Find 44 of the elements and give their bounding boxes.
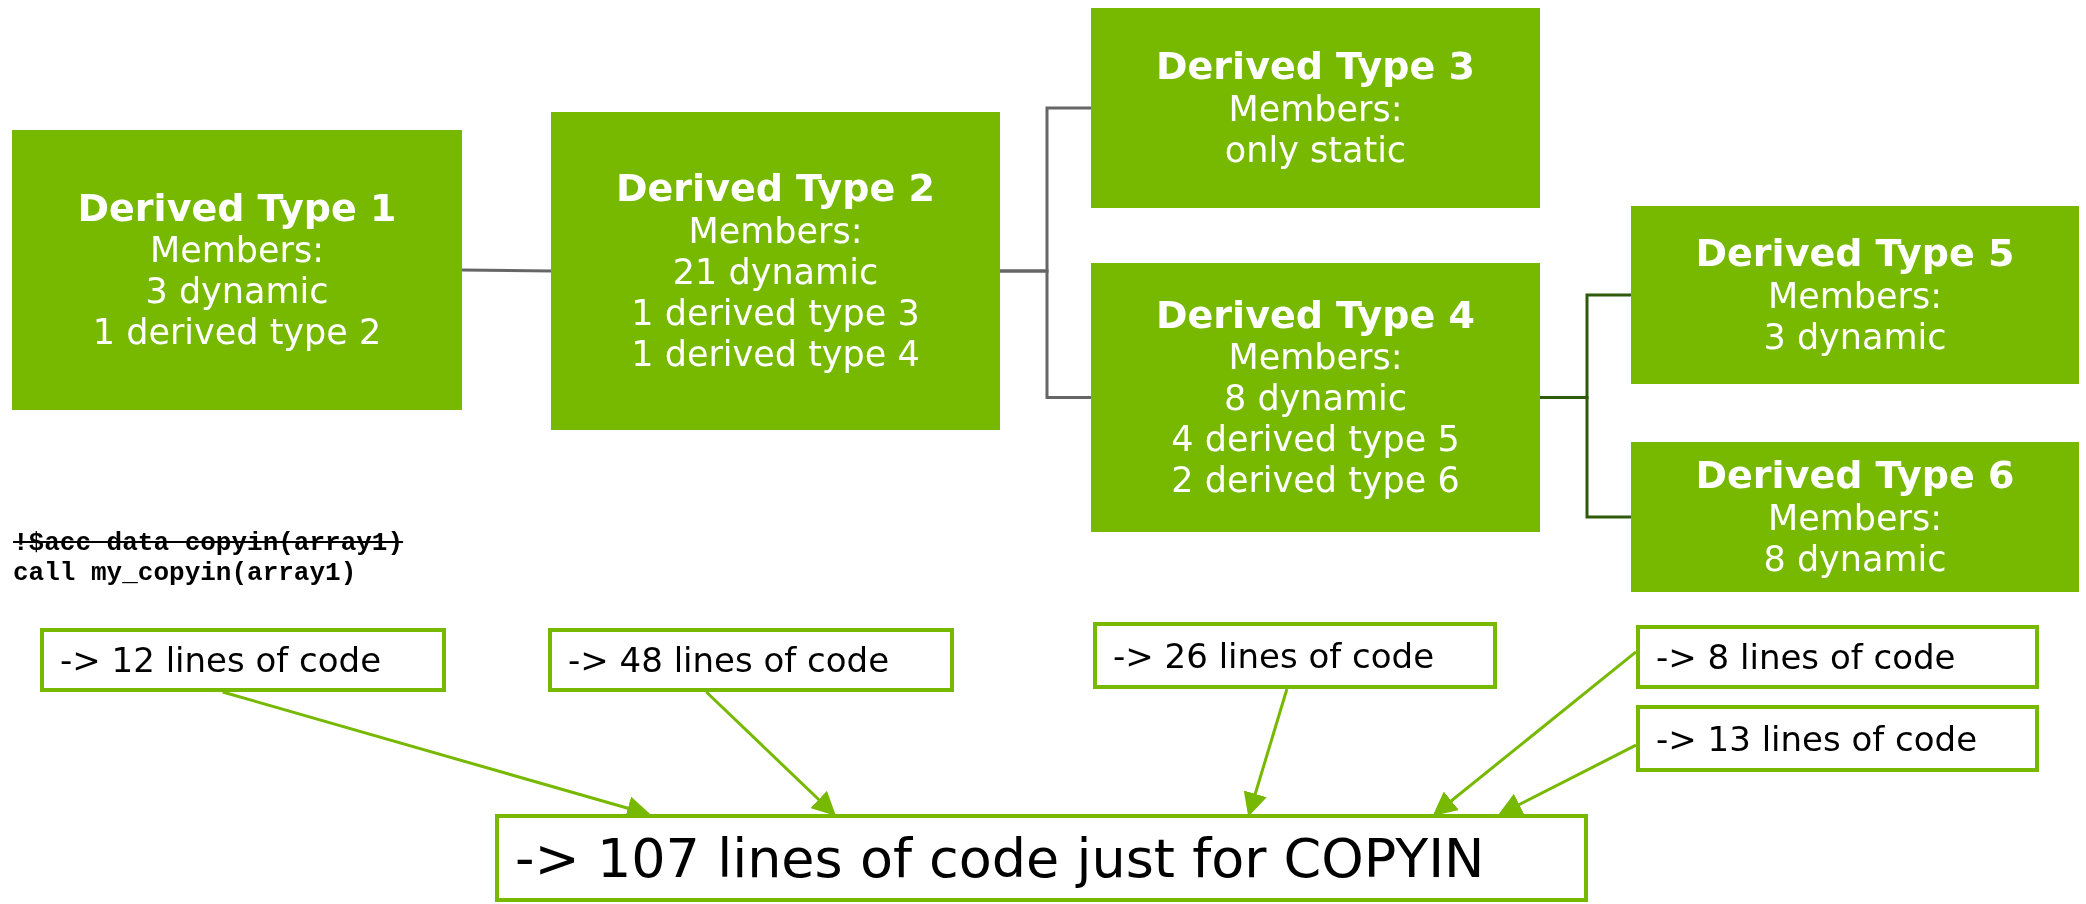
arrow [1497,743,1637,816]
members-text: 21 dynamic [672,251,879,293]
type-title: Derived Type 5 [1695,232,2015,276]
type-title: Derived Type 2 [616,167,935,211]
type-box [551,112,1000,430]
members-text: 3 dynamic [145,271,329,313]
code-line: !$acc data copyin(array1) [13,528,404,558]
line-count-box: -> 12 lines of code [40,628,446,692]
members-text: Members: [1228,88,1403,130]
type-title: Derived Type 1 [77,186,397,231]
members-text: Members: [1228,337,1403,379]
type-box [1091,8,1540,208]
arrow [1243,688,1289,817]
arrow [1432,650,1637,816]
members-text: 8 dynamic [1763,538,1947,580]
members-text: only static [1224,129,1407,171]
type-box [12,130,462,410]
members-text: 3 dynamic [1763,316,1947,358]
members-text: Members: [150,230,324,272]
line-count-box: -> 13 lines of code [1636,705,2039,772]
code-line: call my_copyin(array1) [13,558,358,588]
connector-line [1000,269,1091,399]
type-box [1631,206,2079,384]
line-count-box: -> 8 lines of code [1636,625,2039,689]
members-text: 2 derived type 6 [1171,460,1460,502]
line-count-box: -> 48 lines of code [548,628,954,692]
connector-line [462,268,551,273]
type-box [1091,263,1540,532]
members-text: 1 derived type 2 [92,312,382,354]
members-text: Members: [688,210,863,252]
members-text: 4 derived type 5 [1171,419,1460,461]
line-count-box: -> 107 lines of code just for COPYIN [495,814,1588,902]
members-text: Members: [1768,497,1942,539]
members-text: 8 dynamic [1224,378,1407,420]
type-title: Derived Type 3 [1156,45,1475,89]
arrow [705,690,836,817]
members-text: 1 derived type 3 [631,292,920,334]
line-count-box: -> 26 lines of code [1093,622,1497,689]
members-text: 1 derived type 4 [631,333,920,375]
connector-line [1540,396,1631,519]
type-title: Derived Type 4 [1156,293,1475,338]
type-box [1631,442,2079,592]
type-title: Derived Type 6 [1695,454,2015,498]
members-text: Members: [1768,275,1942,317]
